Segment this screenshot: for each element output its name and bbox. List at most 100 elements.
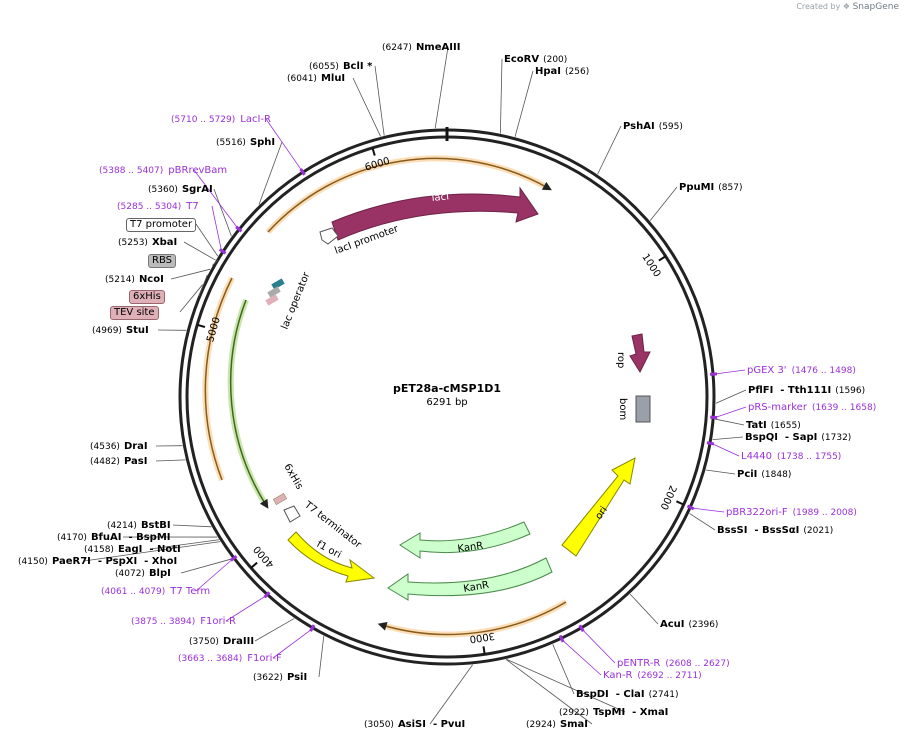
primer-label[interactable]: (5710 .. 5729)LacI-R <box>166 114 271 125</box>
enzyme-site-label[interactable]: (5214)NcoI <box>101 274 164 285</box>
tick-label: 4000 <box>252 543 277 569</box>
plasmid-name: pET28a-cMSP1D1 <box>393 382 501 395</box>
primer-label[interactable]: (5388 .. 5407)pBRrevBam <box>94 165 227 176</box>
tick-mark <box>372 148 374 156</box>
enzyme-name: BfuAI - BspMI <box>91 532 171 543</box>
enzyme-site-label[interactable]: (5360) SgrAI <box>144 184 213 195</box>
feature-site-line <box>196 224 218 256</box>
enzyme-site-line <box>430 665 473 724</box>
tick-label: 1000 <box>639 252 662 279</box>
snapgene-icon: ❖ <box>843 2 850 11</box>
feature-box-label[interactable]: RBS <box>148 254 176 268</box>
enzyme-site-line <box>689 513 715 530</box>
primer-label[interactable]: Kan-R(2692 .. 2711) <box>603 670 707 681</box>
enzyme-position: (2922) <box>559 708 589 718</box>
enzyme-position: (5360) <box>148 185 178 195</box>
enzyme-position: (2021) <box>803 526 833 536</box>
enzyme-site-label[interactable]: TatI(1655) <box>746 420 805 431</box>
primer-name: F1ori-R <box>200 616 236 627</box>
primer-range: (4061 .. 4079) <box>101 587 165 597</box>
enzyme-site-label[interactable]: (4482)PasI <box>86 456 147 467</box>
enzyme-site-label[interactable]: (4536)DraI <box>86 441 148 452</box>
feature-box-label[interactable]: 6xHis <box>129 290 165 304</box>
enzyme-site-label[interactable]: (2924)SmaI <box>522 719 588 730</box>
enzyme-site-line <box>650 187 677 221</box>
enzyme-name: DraI <box>124 441 148 452</box>
enzyme-site-line <box>156 460 185 461</box>
enzyme-position: (4150) <box>18 557 48 567</box>
enzyme-name: EagI - NotI <box>118 544 181 555</box>
primer-label[interactable]: pRS-marker(1639 .. 1658) <box>748 402 881 413</box>
enzyme-site-label[interactable]: (6055)BclI * <box>305 61 372 72</box>
enzyme-site-label[interactable]: (4170)BfuAI - BspMI <box>53 532 171 543</box>
primer-mark <box>707 443 714 444</box>
enzyme-name: PshAI <box>623 121 655 132</box>
enzyme-position: (1596) <box>835 386 865 396</box>
enzyme-site-label[interactable]: (6041)MluI <box>283 73 345 84</box>
enzyme-site-label[interactable]: (3622)PsiI <box>249 672 307 683</box>
orf-arc-bottom <box>382 602 566 634</box>
primer-range: (2608 .. 2627) <box>665 659 729 669</box>
enzyme-site-line <box>715 419 744 425</box>
enzyme-site-label[interactable]: BspDI - ClaI(2741) <box>576 689 683 700</box>
enzyme-site-label[interactable]: (5516)SphI <box>212 137 275 148</box>
primer-label[interactable]: pENTR-R(2608 .. 2627) <box>617 658 735 669</box>
enzyme-site-line <box>353 78 381 136</box>
enzyme-site-line <box>500 59 502 133</box>
credit-prefix: Created by <box>796 2 840 11</box>
enzyme-site-line <box>255 618 294 641</box>
primer-label[interactable]: pBR322ori-F(1989 .. 2008) <box>726 507 862 518</box>
enzyme-name: EcoRV <box>504 54 539 65</box>
enzyme-site-label[interactable]: (4150) PaeR7I - PspXI - XhoI <box>14 556 177 567</box>
primer-range: (1738 .. 1755) <box>777 452 841 462</box>
feature-box-label[interactable]: TEV site <box>110 306 159 320</box>
primer-label[interactable]: (3663 .. 3684)F1ori-F <box>173 653 282 664</box>
enzyme-site-label[interactable]: BspQI - SapI(1732) <box>745 432 855 443</box>
primer-range: (5710 .. 5729) <box>171 115 235 125</box>
enzyme-site-label[interactable]: AcuI(2396) <box>660 619 722 630</box>
primer-name: pRS-marker <box>748 402 807 413</box>
enzyme-name: PflFI - Tth111I <box>748 385 831 396</box>
primer-mark <box>710 374 717 375</box>
enzyme-site-label[interactable]: PshAI(595) <box>623 121 687 132</box>
enzyme-site-label[interactable]: (4158)EagI - NotI <box>80 544 181 555</box>
primer-label[interactable]: (4061 .. 4079) T7 Term <box>96 586 210 597</box>
primer-name: T7 Term <box>170 586 210 597</box>
enzyme-site-label[interactable]: (4072)BlpI <box>111 568 171 579</box>
primer-label[interactable]: (3875 .. 3894)F1ori-R <box>126 616 236 627</box>
primer-mark <box>710 417 717 418</box>
enzyme-site-line <box>375 66 384 135</box>
enzyme-site-label[interactable]: (5253)XbaI <box>114 237 177 248</box>
primer-site-line <box>562 640 601 675</box>
his-tag-inner-label: 6xHis <box>281 462 304 492</box>
enzyme-site-label[interactable]: BssSI - BssSαI(2021) <box>717 525 837 536</box>
enzyme-site-line <box>713 437 743 440</box>
primer-label[interactable]: pGEX 3'(1476 .. 1498) <box>747 365 861 376</box>
enzyme-position: (3050) <box>364 720 394 730</box>
enzyme-site-label[interactable]: (3050)AsiSI - PvuI <box>360 719 465 730</box>
enzyme-site-label[interactable]: (6247)NmeAIII <box>378 42 460 53</box>
enzyme-site-label[interactable]: (2922)TspMI - XmaI <box>555 707 668 718</box>
enzyme-position: (3750) <box>189 637 219 647</box>
enzyme-site-label[interactable]: (3750)DraIII <box>185 636 254 647</box>
enzyme-site-label[interactable]: EcoRV(200) <box>504 54 571 65</box>
enzyme-site-label[interactable]: PpuMI(857) <box>679 182 746 193</box>
enzyme-site-label[interactable]: (4969)StuI <box>88 325 149 336</box>
enzyme-site-label[interactable]: PciI(1848) <box>737 469 795 480</box>
primer-label[interactable]: (5285 .. 5304)T7 <box>112 201 199 212</box>
tick-mark <box>251 563 257 568</box>
enzyme-site-label[interactable]: PflFI - Tth111I (1596) <box>748 385 869 396</box>
primer-site-line <box>715 407 746 417</box>
feature-box-label[interactable]: T7 promoter <box>126 218 196 232</box>
enzyme-site-line <box>706 470 735 474</box>
primer-site-line <box>194 170 238 228</box>
enzyme-position: (4072) <box>115 569 145 579</box>
enzyme-name: SgrAI <box>182 184 213 195</box>
enzyme-site-label[interactable]: HpaI(256) <box>535 66 593 77</box>
enzyme-site-label[interactable]: (4214)BstBI <box>103 520 171 531</box>
enzyme-site-line <box>435 47 448 128</box>
enzyme-name: PaeR7I - PspXI - XhoI <box>52 556 177 567</box>
primer-label[interactable]: L4440(1738 .. 1755) <box>741 451 846 462</box>
t7-terminator-shape <box>284 506 300 522</box>
enzyme-site-line <box>515 71 533 137</box>
